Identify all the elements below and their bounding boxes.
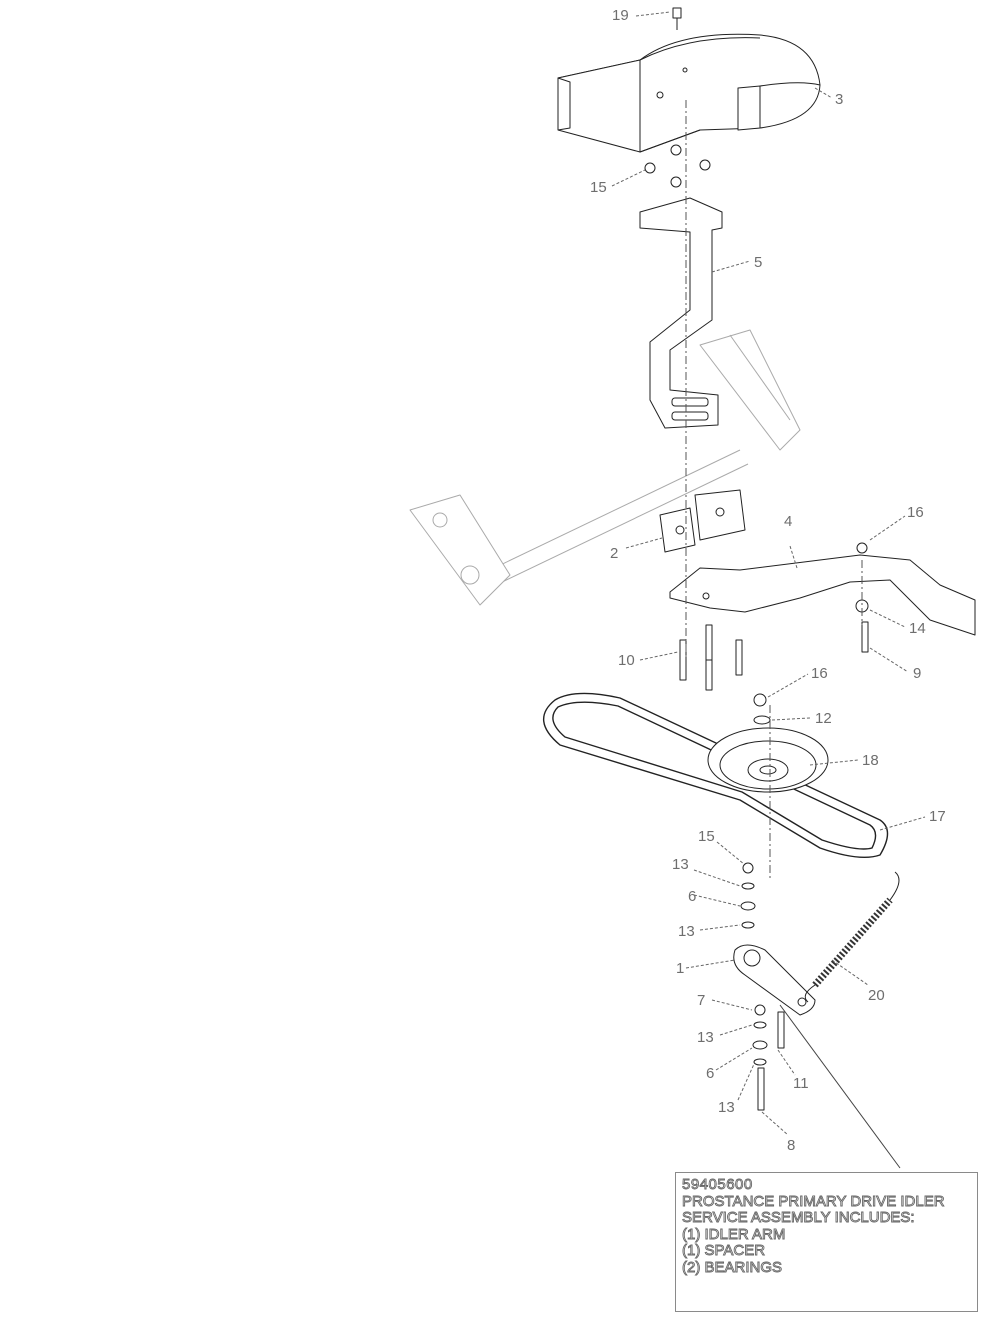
bracket-4-part <box>669 542 976 636</box>
callout-18: 18 <box>862 752 879 769</box>
note-line: SERVICE ASSEMBLY INCLUDES: <box>682 1209 915 1226</box>
callout-6: 6 <box>688 888 697 905</box>
callout-13: 13 <box>672 856 689 873</box>
callout-16: 16 <box>811 665 828 682</box>
pulley-18-part <box>707 727 829 793</box>
note-part-number: 59405600 <box>682 1176 753 1193</box>
bracket-5-part <box>639 197 723 429</box>
service-assembly-leader <box>779 1004 901 1169</box>
note-line: PROSTANCE PRIMARY DRIVE IDLER <box>682 1192 945 1210</box>
callout-1: 1 <box>676 960 685 977</box>
bolt-19-part <box>672 7 682 30</box>
callout-7: 7 <box>697 992 706 1009</box>
belt-17-part <box>543 692 889 858</box>
callout-11: 11 <box>793 1075 809 1092</box>
callout-13: 13 <box>718 1099 735 1116</box>
callout-5: 5 <box>754 254 763 271</box>
note-line: (1) IDLER ARM <box>682 1225 786 1243</box>
bolt-group-10 <box>679 624 743 691</box>
callout-3: 3 <box>835 91 844 108</box>
callout-13: 13 <box>678 923 695 940</box>
callout-6: 6 <box>706 1065 715 1082</box>
spring-20-part <box>804 871 900 1003</box>
callout-16: 16 <box>907 504 924 521</box>
callout-4: 4 <box>784 513 793 530</box>
callout-15: 15 <box>590 179 607 196</box>
callout-20: 20 <box>868 987 885 1004</box>
service-assembly-note: 59405600 PROSTANCE PRIMARY DRIVE IDLER S… <box>675 1172 978 1312</box>
callout-2: 2 <box>610 545 619 562</box>
bolt-9-part <box>861 621 869 653</box>
nut-group-15 <box>644 144 711 188</box>
idler-hardware-stack <box>740 862 756 929</box>
callout-9: 9 <box>913 665 922 682</box>
note-line: (1) SPACER <box>682 1242 766 1259</box>
clamp-2-part <box>659 489 746 553</box>
callout-13: 13 <box>697 1029 714 1046</box>
leader-lines <box>611 11 926 1136</box>
nut-16-part <box>753 693 767 707</box>
lower-hardware-stack <box>752 1004 785 1111</box>
callout-10: 10 <box>618 652 635 669</box>
callout-17: 17 <box>929 808 946 825</box>
callout-14: 14 <box>909 620 926 637</box>
callout-8: 8 <box>787 1137 796 1154</box>
assembly-lines <box>685 100 863 880</box>
shaft-assembly <box>409 329 801 606</box>
callout-12: 12 <box>815 710 832 727</box>
callout-15: 15 <box>698 828 715 845</box>
washer-12-part <box>753 715 771 725</box>
note-line: (2) BEARINGS <box>682 1258 783 1276</box>
callout-19: 19 <box>612 7 629 24</box>
belt-cover-part <box>557 33 821 153</box>
idler-arm-1-part <box>733 944 816 1016</box>
